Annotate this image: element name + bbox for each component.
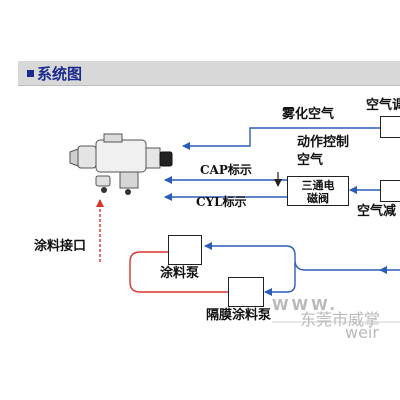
section-header: 系统图	[18, 61, 400, 86]
watermark-company: 东莞市威	[300, 310, 365, 329]
three-way-valve-label-1: 三通电	[301, 179, 335, 192]
action-control-label: 动作控制	[297, 135, 350, 150]
return-loop	[204, 242, 380, 271]
paint-pump-label: 涂料泵	[160, 266, 200, 281]
air-reducer-label: 空气减	[357, 204, 397, 219]
watermark-url: weir	[345, 323, 379, 342]
atomizing-air-label: 雾化空气	[282, 107, 335, 122]
cyl-label: CYL标示	[196, 195, 247, 209]
three-way-solenoid-valve-box: 三通电 磁阀	[287, 176, 349, 206]
spray-gun-icon	[69, 133, 173, 195]
atomizing-air-line	[182, 127, 380, 150]
air-label: 空气	[297, 153, 324, 168]
air-regulator-box	[380, 116, 400, 138]
cap-label: CAP标示	[200, 163, 252, 177]
watermark-company-tail: 掌	[364, 310, 381, 329]
paint-pump-box	[168, 235, 202, 265]
section-title: 系统图	[37, 65, 83, 83]
paint-supply-line	[129, 251, 228, 293]
header-bullet-icon	[27, 70, 34, 77]
air-regulator-label: 空气调	[366, 98, 400, 113]
air-reducer-box	[380, 180, 400, 202]
diaphragm-pump-label: 隔膜涂料泵	[206, 308, 272, 323]
pump-return-line	[264, 262, 296, 296]
watermark-www: WWW.	[272, 296, 339, 314]
three-way-valve-label-2: 磁阀	[307, 192, 329, 205]
paint-inlet-label: 涂料接口	[34, 239, 87, 254]
diaphragm-pump-box	[228, 277, 264, 307]
